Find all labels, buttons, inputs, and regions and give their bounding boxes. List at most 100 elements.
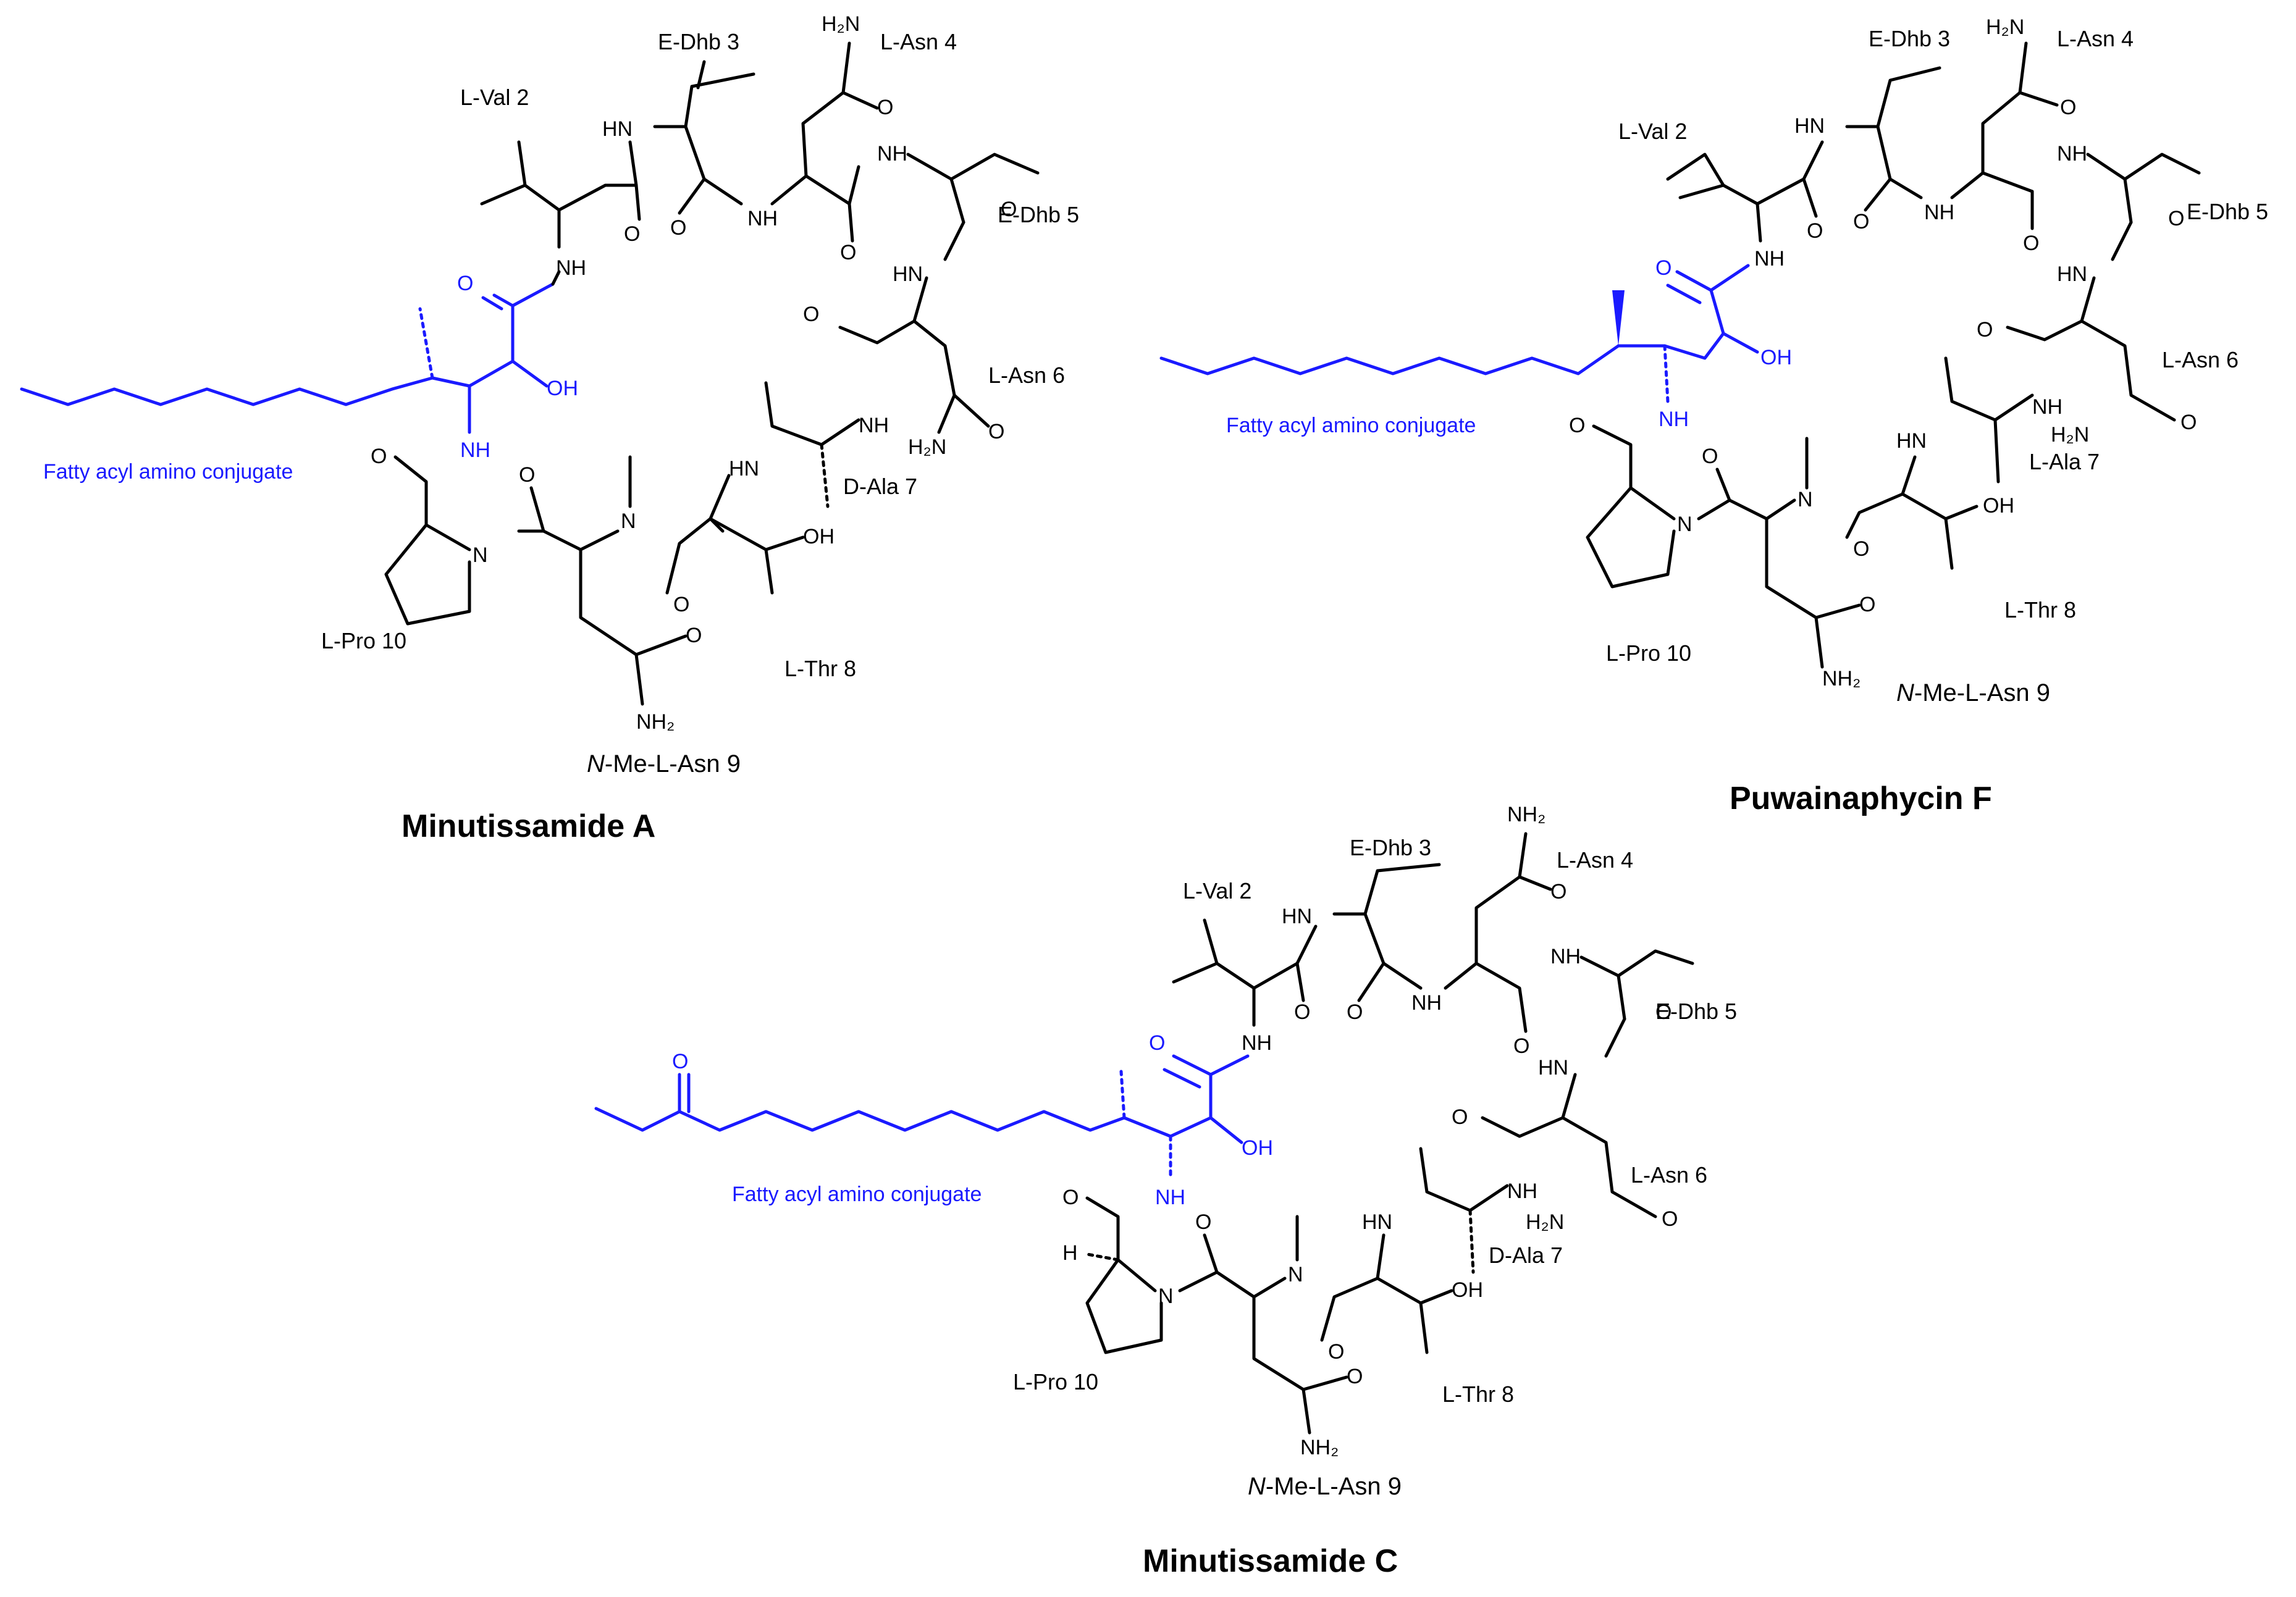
atom-h-c26: H [1062,1241,1078,1265]
atom-n-c20: N [1288,1263,1303,1286]
atom-o-c5: O [1347,1000,1363,1024]
residue-nmeasn9-a: N-Me-L-Asn 9 [587,750,741,778]
atom-o-f11: O [2168,207,2184,230]
atom-o-a25: O [371,445,387,468]
residue-dhb5-f: E-Dhb 5 [2187,199,2268,224]
atom-o-c13: O [1452,1105,1468,1129]
atom-nh-c10: NH [1550,945,1581,968]
atom-nh-f2: NH [1754,247,1785,270]
atom-o-c: O [1149,1031,1165,1055]
residue-asn4-f: L-Asn 4 [2057,26,2134,51]
atom-h2n-a7: H₂N [822,12,860,36]
atom-o-a5: O [670,216,686,240]
fatty-chain-a [20,376,434,406]
residue-nmeasn9-f: N-Me-L-Asn 9 [1896,679,2050,706]
atom-o-a19: O [673,593,689,616]
residue-asn6-a: L-Asn 6 [988,363,1065,388]
atom-nh2-a22: NH₂ [636,710,675,734]
conjugate-label-a: Fatty acyl amino conjugate [43,460,293,484]
residue-ala7-f: L-Ala 7 [2029,449,2100,474]
atom-o-c21: O [1347,1365,1363,1388]
atom-o-f14: O [2180,411,2197,434]
atom-o-a8: O [877,96,893,119]
atom-o-c25: O [1062,1186,1079,1209]
atom-o-c23: O [1195,1210,1211,1234]
atom-oh-f: OH [1760,346,1792,369]
atom-o-a11: O [1001,198,1017,221]
residue-val2-c: L-Val 2 [1183,878,1251,903]
atom-o-f21: O [1859,593,1875,616]
atom-o-f: O [1655,256,1672,280]
atom-o-a3: O [624,222,640,246]
atom-n-a20: N [621,509,636,533]
minutissamide-c-structure: O O OH NH Fatty acyl amino conjugate NH … [594,803,1737,1579]
atom-nh-a2: NH [556,256,586,280]
residue-dhb3-a: E-Dhb 3 [658,29,739,54]
residue-val2-f: L-Val 2 [1618,119,1687,144]
minutissamide-a-structure: O OH NH Fatty acyl amino conjugate NH O … [20,12,1079,844]
atom-h2n-c15: H₂N [1526,1210,1564,1234]
atom-o-f25: O [1569,414,1585,437]
residue-thr8-f: L-Thr 8 [2004,597,2076,622]
atom-nh-c2: NH [1242,1031,1272,1055]
fatty-chain-f [1159,344,1620,375]
atom-hn-a4: HN [602,117,633,141]
atom-nh2-c7: NH₂ [1507,803,1545,826]
title-minutissamide-a: Minutissamide A [402,808,655,844]
atom-o-a9: O [840,241,856,264]
atom-hn-c17: HN [1362,1210,1392,1234]
residue-asn4-a: L-Asn 4 [880,29,957,54]
atom-hn-a17: HN [729,457,759,480]
atom-nh-a16: NH [859,414,889,437]
atom-o-c11: O [1655,1000,1672,1024]
residue-ala7-c: D-Ala 7 [1489,1243,1563,1268]
atom-nh-a: NH [460,438,490,462]
atom-hn-f12: HN [2057,262,2087,286]
atom-nh-f: NH [1659,408,1689,431]
atom-o-c9: O [1513,1034,1529,1058]
atom-o-c19: O [1328,1340,1344,1364]
residue-pro10-f: L-Pro 10 [1606,640,1691,666]
atom-oh-c18: OH [1452,1278,1483,1302]
residue-ala7-a: D-Ala 7 [843,474,917,499]
atom-oh-c: OH [1242,1136,1273,1160]
residue-asn6-f: L-Asn 6 [2162,347,2239,372]
atom-nh2-f22: NH₂ [1822,667,1861,690]
atom-o-c3: O [1294,1000,1310,1024]
residue-dhb5-c: E-Dhb 5 [1655,999,1737,1024]
atom-oh-f18: OH [1983,494,2014,518]
atom-o-a23: O [519,463,535,487]
atom-o-f9: O [2023,232,2039,255]
atom-nh-f6: NH [1924,201,1954,224]
atom-n-a24: N [473,543,488,567]
title-puwainaphycin-f: Puwainaphycin F [1730,781,1992,816]
atom-nh-a6: NH [747,207,778,230]
residue-thr8-a: L-Thr 8 [784,656,856,681]
atom-o-a15: O [988,420,1004,443]
atom-o-a13: O [803,303,819,326]
conjugate-label-c: Fatty acyl amino conjugate [732,1183,982,1206]
residue-dhb3-f: E-Dhb 3 [1869,26,1950,51]
atom-o-f5: O [1853,210,1869,233]
atom-nh2-c22: NH₂ [1300,1436,1339,1459]
atom-hn-c4: HN [1282,905,1312,928]
atom-nh-c: NH [1155,1186,1185,1209]
residue-thr8-c: L-Thr 8 [1442,1381,1514,1407]
conjugate-label-f: Fatty acyl amino conjugate [1226,414,1476,437]
residue-asn6-c: L-Asn 6 [1631,1162,1707,1188]
atom-o-f19: O [1853,537,1869,561]
residue-val2-a: L-Val 2 [460,85,529,110]
atom-nh-c16: NH [1507,1180,1537,1203]
atom-hn-f4: HN [1794,114,1825,138]
atom-n-f24: N [1677,513,1693,536]
atom-h2n-a14: H₂N [908,435,946,459]
atom-h2n-f15: H₂N [2051,423,2089,446]
atom-o-c14: O [1662,1207,1678,1231]
atom-o-f23: O [1702,445,1718,468]
title-minutissamide-c: Minutissamide C [1143,1543,1398,1579]
atom-o-a21: O [686,624,702,647]
atom-h2n-f7: H₂N [1986,15,2024,39]
atom-nh-c6: NH [1411,991,1442,1015]
